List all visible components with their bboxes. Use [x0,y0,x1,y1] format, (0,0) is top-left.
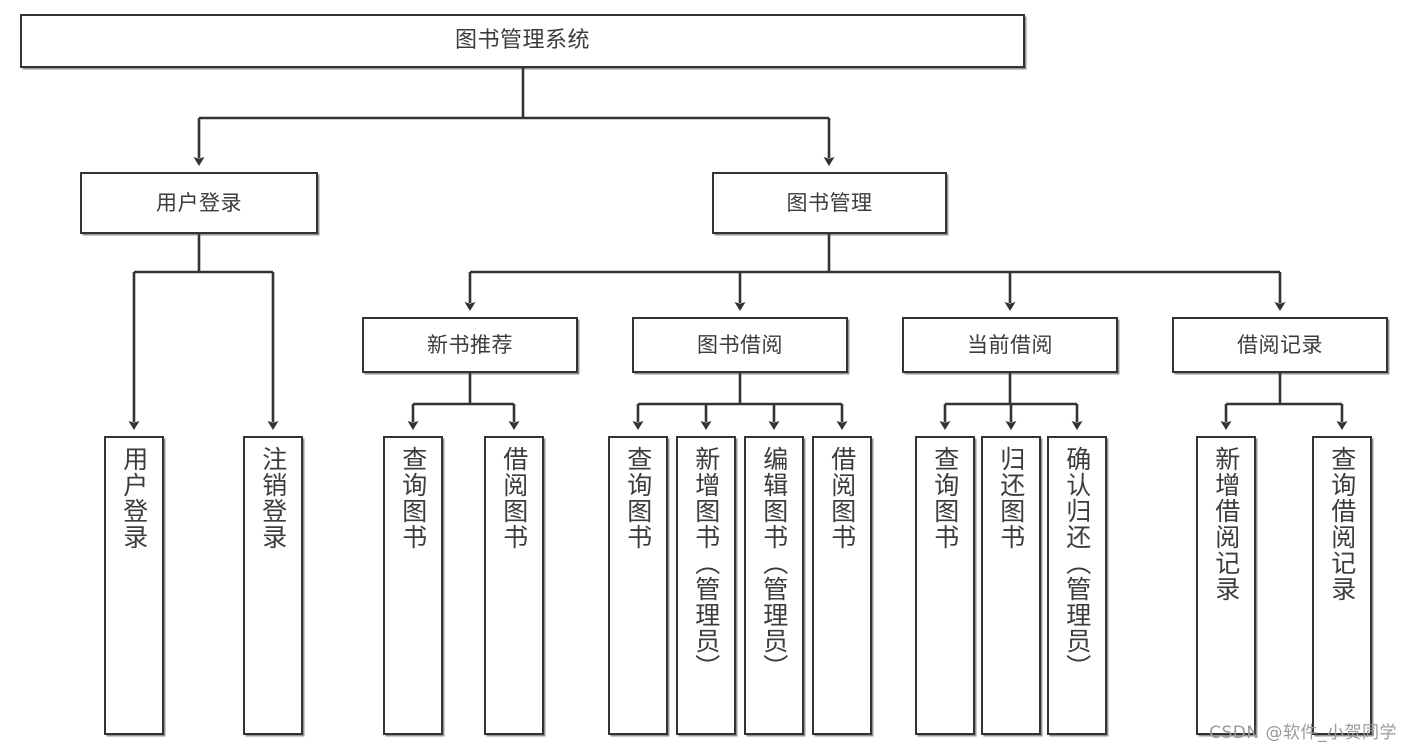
node-book-management[interactable]: 图书管理 [712,172,947,234]
leaf-borrow-book-1-label: 借阅图书 [499,446,529,550]
leaf-return-book[interactable]: 归还图书 [981,436,1041,735]
node-book-borrow-label: 图书借阅 [697,332,783,357]
leaf-add-book-label: 新增图书（管理员） [691,446,721,680]
leaf-query-record-label: 查询借阅记录 [1327,446,1357,602]
leaf-add-record[interactable]: 新增借阅记录 [1196,436,1256,735]
leaf-user-logout-label: 注销登录 [258,446,288,550]
leaf-confirm-return[interactable]: 确认归还（管理员） [1047,436,1107,735]
node-root[interactable]: 图书管理系统 [20,14,1025,68]
leaf-edit-book-label: 编辑图书（管理员） [759,446,789,680]
leaf-query-book-3-label: 查询图书 [930,446,960,550]
leaf-query-book-1-label: 查询图书 [398,446,428,550]
node-current-borrow[interactable]: 当前借阅 [902,317,1118,373]
node-user-login[interactable]: 用户登录 [80,172,318,234]
leaf-borrow-book-2-label: 借阅图书 [827,446,857,550]
leaf-query-record[interactable]: 查询借阅记录 [1312,436,1372,735]
leaf-borrow-book-1[interactable]: 借阅图书 [484,436,544,735]
watermark: CSDN @软件_小贺同学 [1209,723,1397,743]
node-borrow-record-label: 借阅记录 [1237,332,1323,357]
leaf-return-book-label: 归还图书 [996,446,1026,550]
leaf-query-book-1[interactable]: 查询图书 [383,436,443,735]
node-new-book-recommend-label: 新书推荐 [427,332,513,357]
leaf-add-book[interactable]: 新增图书（管理员） [676,436,736,735]
node-book-borrow[interactable]: 图书借阅 [632,317,848,373]
node-book-management-label: 图书管理 [786,190,873,215]
leaf-query-book-2[interactable]: 查询图书 [608,436,668,735]
node-current-borrow-label: 当前借阅 [967,332,1053,357]
node-new-book-recommend[interactable]: 新书推荐 [362,317,578,373]
leaf-user-login-label: 用户登录 [119,446,149,550]
node-user-login-label: 用户登录 [156,190,242,215]
leaf-user-logout[interactable]: 注销登录 [243,436,303,735]
leaf-edit-book[interactable]: 编辑图书（管理员） [744,436,804,735]
leaf-query-book-3[interactable]: 查询图书 [915,436,975,735]
leaf-confirm-return-label: 确认归还（管理员） [1062,446,1092,680]
leaf-borrow-book-2[interactable]: 借阅图书 [812,436,872,735]
leaf-add-record-label: 新增借阅记录 [1211,446,1241,602]
leaf-user-login[interactable]: 用户登录 [104,436,164,735]
node-root-label: 图书管理系统 [454,28,590,54]
node-borrow-record[interactable]: 借阅记录 [1172,317,1388,373]
leaf-query-book-2-label: 查询图书 [623,446,653,550]
